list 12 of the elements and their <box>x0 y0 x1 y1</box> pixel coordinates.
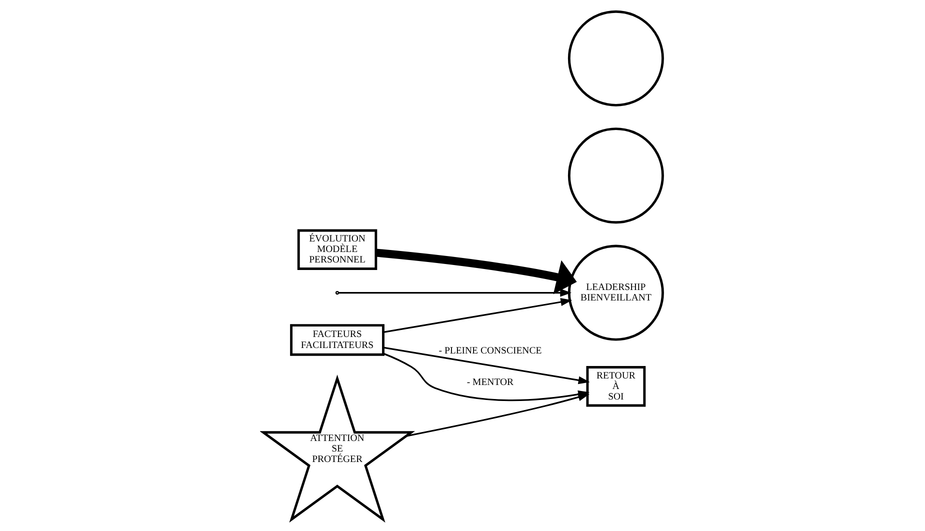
arrow <box>338 288 572 297</box>
edge-label: - MENTOR <box>466 377 514 388</box>
edge-label: - PLEINE CONSCIENCE <box>438 345 542 356</box>
node-box: RETOUR À SOI <box>586 366 646 407</box>
node-box: FACTEURS FACILITATEURS <box>290 324 384 356</box>
node-circle <box>567 128 664 224</box>
arrow <box>382 298 572 334</box>
arrow <box>382 346 590 384</box>
node-circle <box>567 10 664 106</box>
node-circle: LEADERSHIP BIENVEILLANT <box>567 244 664 341</box>
arrow <box>375 248 576 294</box>
node-box: ÉVOLUTION MODÈLE PERSONNEL <box>296 229 377 270</box>
